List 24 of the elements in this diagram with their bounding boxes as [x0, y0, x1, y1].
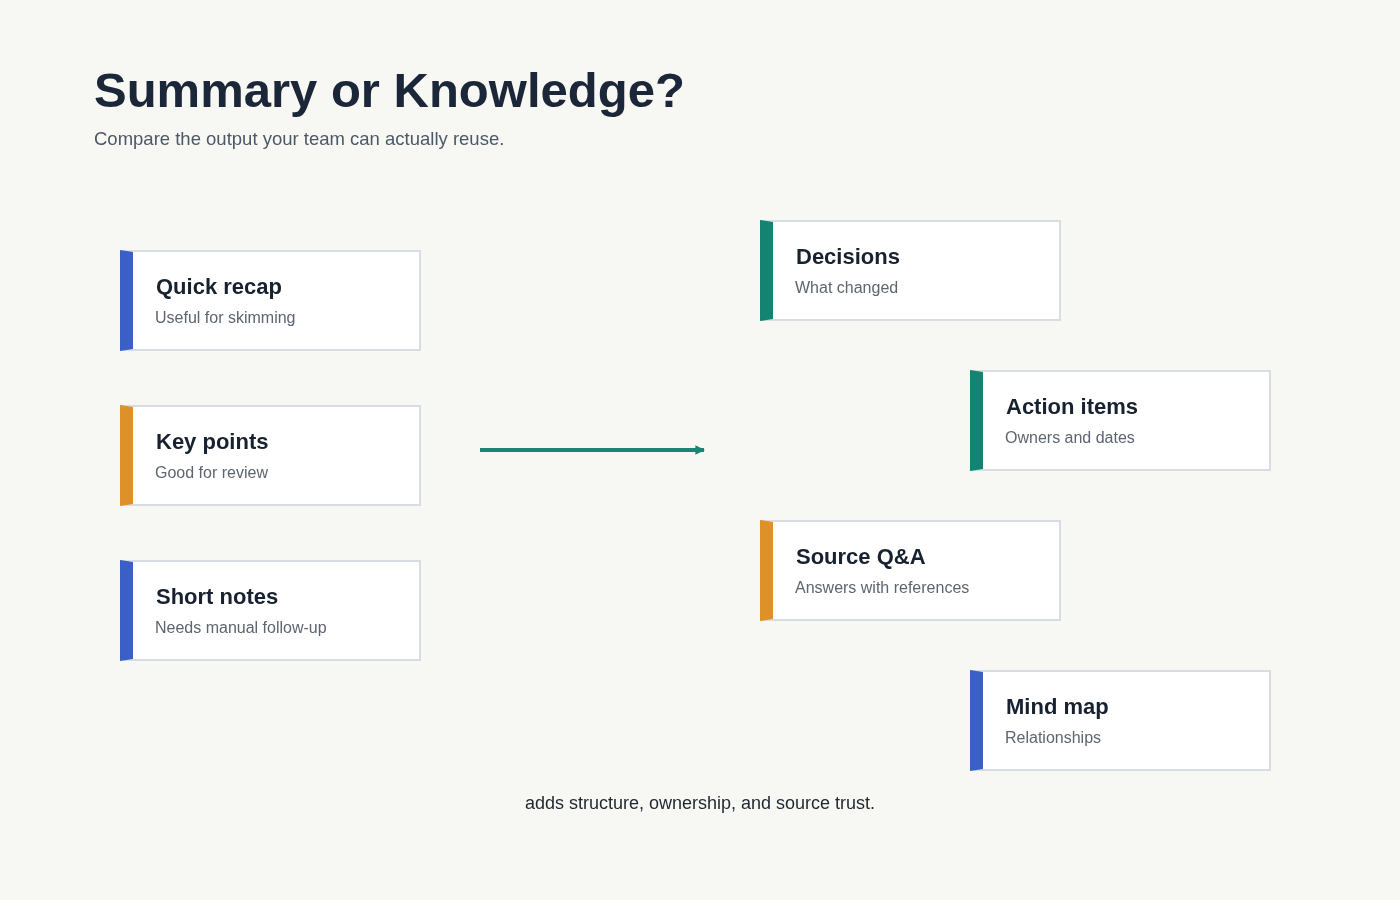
- output-card: [970, 370, 1271, 471]
- card-description: Good for review: [155, 463, 268, 483]
- card-title: Mind map: [1006, 693, 1109, 721]
- caption: adds structure, ownership, and source trust.: [524, 792, 876, 814]
- card-title: Quick recap: [156, 273, 282, 301]
- output-card: [120, 250, 421, 351]
- card-description: What changed: [795, 278, 899, 298]
- card-description: Answers with references: [795, 578, 970, 598]
- card-description: Owners and dates: [1005, 428, 1135, 448]
- card-description: Relationships: [1005, 728, 1102, 748]
- output-card: [120, 560, 421, 661]
- card-title: Key points: [156, 428, 269, 456]
- output-card: [970, 670, 1271, 771]
- title: Summary or Knowledge?: [94, 62, 685, 119]
- output-card: [760, 520, 1061, 621]
- card-description: Useful for skimming: [155, 308, 296, 328]
- output-card: [120, 405, 421, 506]
- card-description: Needs manual follow-up: [155, 618, 327, 638]
- subtitle: Compare the output your team can actually reuse.: [94, 128, 505, 150]
- output-card: [760, 220, 1061, 321]
- card-title: Short notes: [156, 583, 279, 611]
- card-title: Decisions: [796, 243, 900, 271]
- card-title: Source Q&A: [796, 543, 926, 571]
- card-title: Action items: [1006, 393, 1139, 421]
